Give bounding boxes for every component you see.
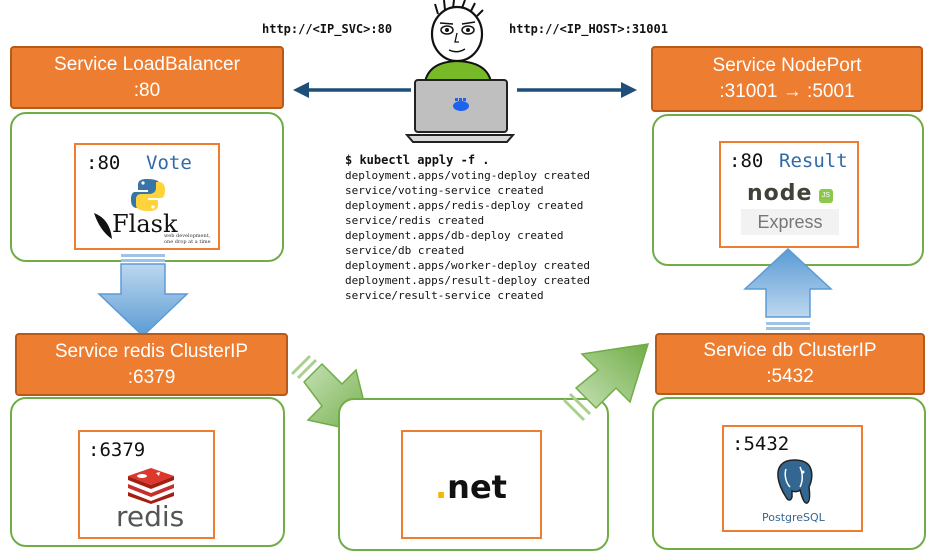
node-logo-text: node <box>747 181 813 206</box>
redis-icon <box>128 468 174 504</box>
vote-container: :80 Vote Flask web development, one drop… <box>74 143 220 250</box>
url-service: http://<IP_SVC>:80 <box>262 22 393 36</box>
dotnet-logo-text: .net <box>435 468 507 506</box>
terminal-line: service/redis created <box>345 214 485 227</box>
arrow-left-icon <box>293 82 411 98</box>
db-container: :5432 PostgreSQL <box>722 425 863 532</box>
service-redis: Service redis ClusterIP :6379 <box>15 333 288 396</box>
container-port: :80 <box>86 152 121 174</box>
service-title: Service redis ClusterIP <box>54 340 249 362</box>
url-host: http://<IP_HOST>:31001 <box>509 22 668 36</box>
redis-logo-text: redis <box>116 500 185 533</box>
worker-container: .net <box>401 430 542 539</box>
service-title: Service db ClusterIP <box>703 340 877 361</box>
terminal-line: service/voting-service created <box>345 184 544 197</box>
arrow-down-icon <box>97 254 189 338</box>
terminal-line: deployment.apps/worker-deploy created <box>345 259 591 272</box>
service-db: Service db ClusterIP :5432 <box>655 333 925 395</box>
terminal-line: deployment.apps/db-deploy created <box>345 229 564 242</box>
service-nodeport: Service NodePort :31001 → :5001 <box>651 46 923 112</box>
redis-container: :6379 redis <box>78 430 215 539</box>
dotnet-word: net <box>447 468 507 506</box>
service-title: Service NodePort <box>712 55 862 76</box>
terminal-line: service/result-service created <box>345 289 544 302</box>
arrow-right-icon <box>517 82 637 98</box>
container-port: :6379 <box>88 439 146 461</box>
terminal-line: service/db created <box>345 244 465 257</box>
postgresql-logo-text: PostgreSQL <box>762 511 825 524</box>
service-port: :80 <box>133 79 161 101</box>
python-icon <box>131 179 165 211</box>
service-loadbalancer: Service LoadBalancer :80 <box>10 46 284 109</box>
postgresql-icon <box>777 459 813 504</box>
terminal-line: deployment.apps/redis-deploy created <box>345 199 584 212</box>
express-logo-text: Express <box>741 209 839 235</box>
flask-logo-text: Flask <box>112 210 178 238</box>
arrow-up-icon <box>743 247 833 330</box>
result-container: :80 Result node JS Express <box>719 141 859 248</box>
service-port: :31001 → :5001 <box>719 81 855 102</box>
container-app-name: Vote <box>146 152 192 174</box>
terminal-line: deployment.apps/result-deploy created <box>345 274 591 287</box>
terminal-output: $ kubectl apply -f . deployment.apps/vot… <box>345 153 590 303</box>
terminal-command: $ kubectl apply -f . <box>345 153 490 167</box>
service-title: Service LoadBalancer <box>54 53 240 75</box>
container-port: :80 <box>729 150 764 172</box>
terminal-line: deployment.apps/voting-deploy created <box>345 169 591 182</box>
service-port: :5432 <box>766 366 814 387</box>
user-icon <box>404 0 516 143</box>
container-port: :5432 <box>732 433 790 455</box>
arrow-diag-up-icon <box>562 343 650 422</box>
dotnet-dot: . <box>435 468 448 506</box>
flask-horn-icon <box>94 213 112 239</box>
flask-tagline: web development, one drop at a time <box>164 233 211 245</box>
service-port: :6379 <box>127 366 176 388</box>
node-js-badge: JS <box>819 189 833 203</box>
user-illustration <box>404 0 516 145</box>
container-app-name: Result <box>779 150 848 172</box>
